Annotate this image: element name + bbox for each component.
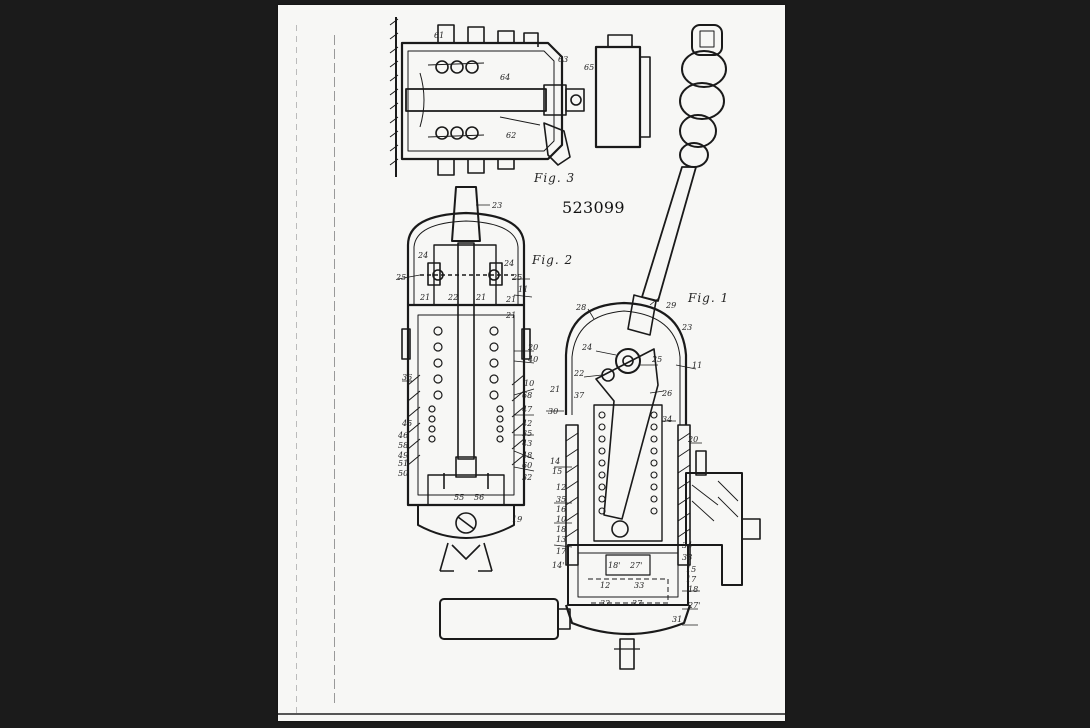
ref-numeral: 43 bbox=[522, 439, 533, 448]
ref-numeral: 24 bbox=[418, 251, 429, 260]
ref-numeral: 50 bbox=[398, 469, 409, 478]
ref-numeral: 36 bbox=[402, 373, 413, 382]
ref-numeral: 30 bbox=[548, 407, 559, 416]
ref-numeral: 58 bbox=[398, 441, 409, 450]
ref-numeral: 63 bbox=[558, 55, 569, 64]
ref-numeral: 33 bbox=[634, 581, 645, 590]
ref-numeral: 68 bbox=[522, 391, 533, 400]
ref-numeral: 21 bbox=[506, 295, 517, 304]
ref-numeral: 61 bbox=[434, 31, 445, 40]
ref-numeral: 32 bbox=[600, 599, 611, 608]
fig2-label: Fig. 2 bbox=[532, 253, 574, 267]
patent-page[interactable]: Fig. 3 Fig. 2 Fig. 1 523099 61 63 64 65 … bbox=[278, 5, 785, 721]
ref-numeral: 13 bbox=[556, 535, 567, 544]
ref-numeral: 35 bbox=[556, 495, 567, 504]
ref-numeral: 56 bbox=[474, 493, 485, 502]
ref-numeral: 14' bbox=[552, 561, 565, 570]
ref-numeral: 23 bbox=[682, 323, 693, 332]
ref-numeral: 19 bbox=[512, 515, 523, 524]
ref-numeral: 62 bbox=[506, 131, 517, 140]
ref-numeral: 27' bbox=[688, 601, 701, 610]
ref-numeral: 46 bbox=[398, 431, 409, 440]
ref-numeral: 65 bbox=[584, 63, 595, 72]
ref-numeral: 10 bbox=[524, 379, 535, 388]
ref-numeral: 28 bbox=[576, 303, 587, 312]
ref-numeral: 26 bbox=[662, 389, 673, 398]
ref-numeral: 34 bbox=[682, 541, 693, 550]
ref-numeral: 14 bbox=[550, 457, 561, 466]
fig3-drawing bbox=[389, 17, 651, 177]
ref-numeral: 23 bbox=[492, 201, 503, 210]
ref-numeral: 12 bbox=[556, 483, 567, 492]
ref-numeral: 21 bbox=[550, 385, 561, 394]
ref-numeral: 25 bbox=[652, 355, 663, 364]
ref-numeral: 22 bbox=[448, 293, 459, 302]
ref-numeral: 22 bbox=[574, 369, 585, 378]
ref-numeral: 51 bbox=[398, 459, 409, 468]
fig2-drawing bbox=[397, 186, 535, 572]
ref-numeral: 16 bbox=[556, 505, 567, 514]
ref-numeral: 38 bbox=[682, 553, 693, 562]
ref-numeral: 10 bbox=[556, 515, 567, 524]
ref-numeral: 40 bbox=[528, 355, 539, 364]
page-fold-mark bbox=[334, 35, 335, 705]
ref-numeral: 29 bbox=[666, 301, 677, 310]
ref-numeral: 48 bbox=[522, 451, 533, 460]
ref-numeral: 21 bbox=[506, 311, 517, 320]
ref-numeral: 25' bbox=[512, 273, 525, 282]
ref-numeral: 24 bbox=[582, 343, 593, 352]
ref-numeral: 27' bbox=[630, 561, 643, 570]
ref-numeral: 35 bbox=[522, 429, 533, 438]
ref-numeral: 21 bbox=[476, 293, 487, 302]
ref-numeral: 34 bbox=[662, 415, 673, 424]
ref-numeral: 64 bbox=[500, 73, 511, 82]
ref-numeral: 12 bbox=[600, 581, 611, 590]
ref-numeral: 15 bbox=[686, 565, 697, 574]
ref-numeral: 18 bbox=[556, 525, 567, 534]
fig3-label: Fig. 3 bbox=[534, 171, 576, 185]
ref-numeral: 45 bbox=[402, 419, 413, 428]
ref-numeral: 18' bbox=[608, 561, 621, 570]
ref-numeral: 55 bbox=[454, 493, 465, 502]
patent-drawing bbox=[389, 17, 761, 670]
ref-numeral: 47 bbox=[522, 405, 533, 414]
ref-numeral: 15 bbox=[552, 467, 563, 476]
ref-numeral: 18 bbox=[688, 585, 699, 594]
ref-numeral: 60 bbox=[522, 461, 533, 470]
fig1-label: Fig. 1 bbox=[688, 291, 730, 305]
patent-number: 523099 bbox=[562, 198, 625, 217]
ref-numeral: 11 bbox=[692, 361, 703, 370]
ref-numeral: 49 bbox=[398, 451, 409, 460]
ref-numeral: 42 bbox=[522, 419, 533, 428]
ref-numeral: 17 bbox=[686, 575, 697, 584]
ref-numeral: 21 bbox=[420, 293, 431, 302]
ref-numeral: 27 bbox=[632, 599, 643, 608]
ref-numeral: 32 bbox=[522, 473, 533, 482]
ref-numeral: 17 bbox=[556, 547, 567, 556]
page-bottom-rule bbox=[278, 713, 785, 715]
ref-numeral: 31 bbox=[672, 615, 683, 624]
ref-numeral: 25 bbox=[396, 273, 407, 282]
ref-numeral: 11 bbox=[518, 285, 529, 294]
ref-numeral: 24 bbox=[504, 259, 515, 268]
ref-numeral: 20 bbox=[688, 435, 699, 444]
ref-numeral: 20 bbox=[528, 343, 539, 352]
fig1-drawing bbox=[439, 24, 761, 670]
ref-numeral: 37 bbox=[574, 391, 585, 400]
page-edge-mark bbox=[296, 25, 297, 715]
